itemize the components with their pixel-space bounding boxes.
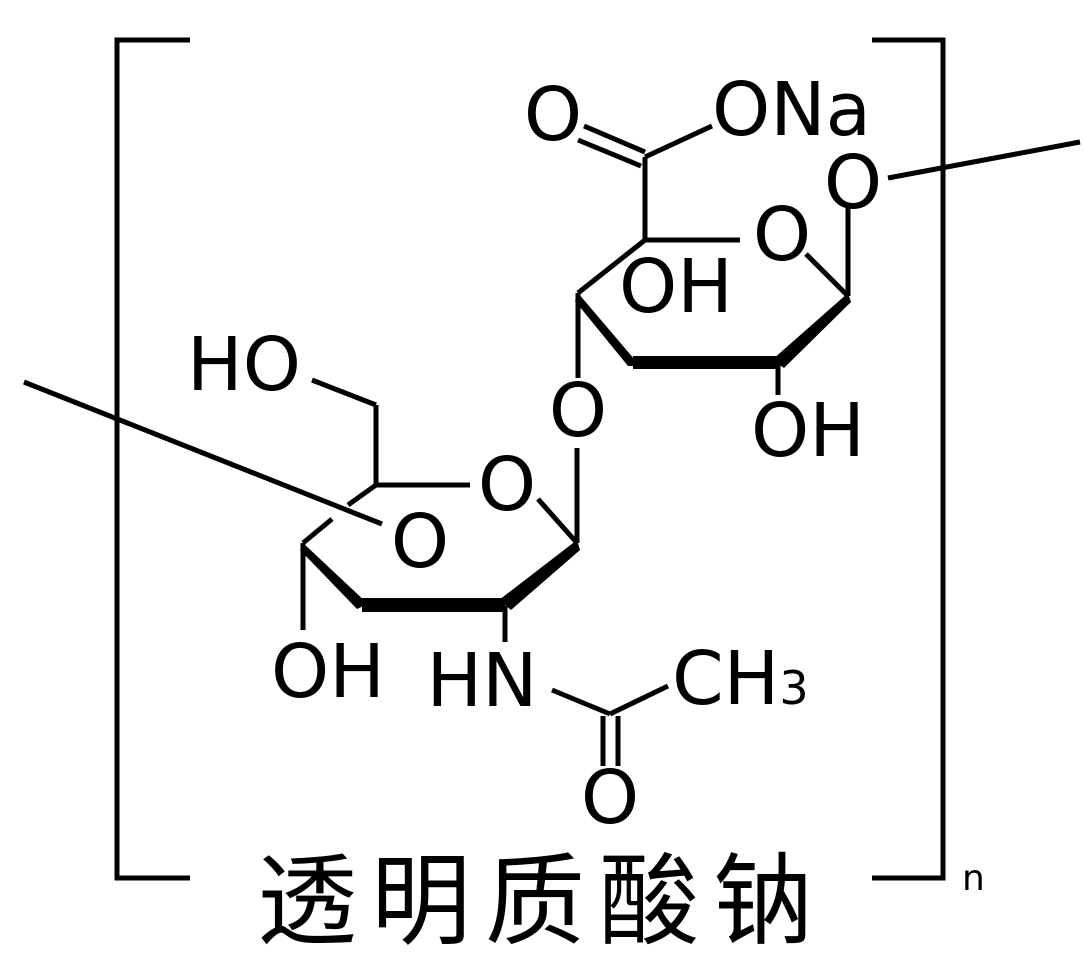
left-bracket (114, 37, 190, 881)
atom-carboxyl-o: O (524, 72, 582, 158)
atom-oh-top-ring: OH (619, 244, 733, 330)
atom-bridge-o: O (549, 368, 607, 454)
wedge-lower-bottom (362, 598, 505, 612)
compound-name-caption: 透明质酸钠 (257, 843, 827, 960)
wedge-upper-right (772, 293, 851, 368)
atom-oh-right: OH (751, 388, 865, 474)
atom-ch3-sub: 3 (779, 661, 808, 715)
atom-ona: ONa (712, 67, 871, 153)
atom-hn: HN (427, 638, 538, 724)
wedge-upper-left (575, 293, 640, 366)
atom-carbonyl-o: O (581, 755, 639, 841)
atom-ring-o-top: O (753, 192, 811, 278)
atom-ring-o-bottom: O (478, 442, 536, 528)
wedge-lower-right (499, 540, 580, 610)
atom-ho-ch2: HO (187, 322, 301, 408)
repeat-index: n (962, 858, 985, 899)
wedge-upper-bottom (633, 356, 778, 369)
chain-bond-left (23, 379, 383, 527)
glucuronate-ring (575, 123, 851, 395)
chain-bond-right (887, 139, 1081, 181)
atom-ch3: CH3 (672, 636, 809, 722)
wedge-lower-left (300, 543, 368, 609)
atom-ring-o-left: O (391, 499, 449, 585)
glucosamine-ring (300, 377, 670, 766)
right-bracket (872, 37, 946, 881)
atom-oh-bottom: OH (271, 629, 385, 715)
atom-glycosidic-o-right: O (824, 140, 882, 226)
atom-ch3-c: CH (672, 636, 779, 722)
